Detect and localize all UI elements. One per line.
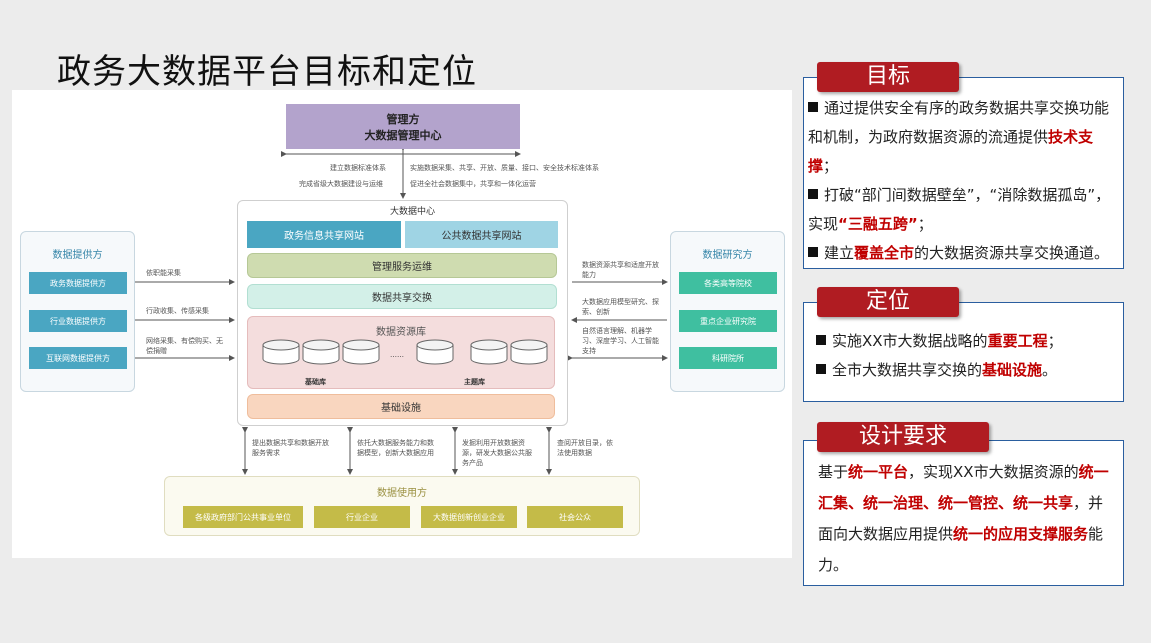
research-note: 大数据应用模型研究、探索、创新 xyxy=(582,298,659,316)
research-title: 数据研究方 xyxy=(702,250,753,261)
connector-arrows xyxy=(130,145,668,475)
data-provider-panel: 数据提供方 政务数据提供方 行业数据提供方 互联网数据提供方 xyxy=(20,231,135,392)
design-panel: 基于统一平台，实现XX市大数据资源的统一汇集、统一治理、统一管控、统一共享，并面… xyxy=(803,440,1124,586)
position-item: 全市大数据共享交换的基础设施。 xyxy=(816,356,1116,385)
usage-item: 大数据创新创业企业 xyxy=(421,506,517,528)
bullet-square-icon xyxy=(808,189,818,199)
usage-item: 社会公众 xyxy=(527,506,623,528)
data-center-title: 大数据中心 xyxy=(390,207,436,217)
goal-item: 建立覆盖全市的大数据资源共享交换通道。 xyxy=(808,239,1120,268)
bullet-square-icon xyxy=(816,335,826,345)
goal-list: 通过提供安全有序的政务数据共享交换功能和机制，为政府数据资源的流通提供技术支撑；… xyxy=(808,94,1120,268)
manager-line2: 大数据管理中心 xyxy=(364,128,442,142)
manager-box: 管理方 大数据管理中心 xyxy=(286,104,520,149)
research-note: 自然语言理解、机器学习、深度学习、人工智能支持 xyxy=(582,327,659,355)
goal-panel: 通过提供安全有序的政务数据共享交换功能和机制，为政府数据资源的流通提供技术支撑；… xyxy=(803,77,1124,269)
bullet-square-icon xyxy=(808,247,818,257)
mgmt-service-bar: 管理服务运维 xyxy=(247,253,557,278)
position-list: 实施XX市大数据战略的重要工程； 全市大数据共享交换的基础设施。 xyxy=(816,327,1116,385)
usage-note: 发掘利用开放数据资源，研发大数据公共服务产品 xyxy=(462,439,532,467)
goal-item: 通过提供安全有序的政务数据共享交换功能和机制，为政府数据资源的流通提供技术支撑； xyxy=(808,99,1110,175)
design-title: 设计要求 xyxy=(817,422,989,452)
database-icon xyxy=(262,339,300,365)
usage-title: 数据使用方 xyxy=(377,488,427,499)
bullet-square-icon xyxy=(816,364,826,374)
provider-item: 行业数据提供方 xyxy=(29,310,127,332)
manager-line1: 管理方 xyxy=(386,112,420,126)
top-note-right2: 促进全社会数据集中，共享和一体化运营 xyxy=(410,180,536,188)
database-icon xyxy=(510,339,548,365)
data-usage-panel: 数据使用方 各级政府部门公共事业单位 行业企业 大数据创新创业企业 社会公众 xyxy=(164,476,640,536)
resource-dots: …… xyxy=(390,351,404,359)
data-resource-pool: 数据资源库 …… 基础库 主题库 xyxy=(247,316,555,389)
provider-title: 数据提供方 xyxy=(52,250,103,261)
provider-note: 依职能采集 xyxy=(146,269,181,277)
database-icon xyxy=(416,339,454,365)
top-note-left2: 完成省级大数据建设与运维 xyxy=(299,180,383,188)
usage-note: 提出数据共享和数据开放服务需求 xyxy=(252,439,329,457)
provider-item: 政务数据提供方 xyxy=(29,272,127,294)
design-text: 基于统一平台，实现XX市大数据资源的统一汇集、统一治理、统一管控、统一共享，并面… xyxy=(818,463,1109,574)
top-note-right1: 实施数据采集、共享、开放、质量、接口、安全技术标准体系 xyxy=(410,164,599,172)
infrastructure-bar: 基础设施 xyxy=(247,394,555,419)
provider-item: 互联网数据提供方 xyxy=(29,347,127,369)
usage-item: 行业企业 xyxy=(314,506,410,528)
position-title: 定位 xyxy=(817,287,959,317)
research-note: 数据资源共享和适度开放能力 xyxy=(582,261,659,279)
resource-pool-title: 数据资源库 xyxy=(376,327,426,338)
position-panel: 实施XX市大数据战略的重要工程； 全市大数据共享交换的基础设施。 xyxy=(803,302,1124,402)
usage-item: 各级政府部门公共事业单位 xyxy=(183,506,303,528)
database-icon xyxy=(470,339,508,365)
data-research-panel: 数据研究方 各类高等院校 重点企业研究院 科研院所 xyxy=(670,231,785,392)
research-item: 科研院所 xyxy=(679,347,777,369)
topic-db-label: 主题库 xyxy=(464,378,485,386)
architecture-diagram: 管理方 大数据管理中心 建立数据标准体系 完成省级大数据建设与运维 实施数据采集… xyxy=(12,90,792,558)
bullet-square-icon xyxy=(808,102,818,112)
usage-note: 依托大数据服务能力和数据模型，创新大数据应用 xyxy=(357,439,434,457)
database-icon xyxy=(302,339,340,365)
research-item: 各类高等院校 xyxy=(679,272,777,294)
provider-note: 网络采集、有偿购买、无偿捐赠 xyxy=(146,337,223,355)
top-note-left1: 建立数据标准体系 xyxy=(330,164,386,172)
page-title: 政务大数据平台目标和定位 xyxy=(57,52,477,92)
goal-title: 目标 xyxy=(817,62,959,92)
data-exchange-bar: 数据共享交换 xyxy=(247,284,557,309)
provider-note: 行政收集、传感采集 xyxy=(146,307,209,315)
gov-info-share-site: 政务信息共享网站 xyxy=(247,221,401,248)
position-item: 实施XX市大数据战略的重要工程； xyxy=(816,327,1116,356)
goal-item: 打破“部门间数据壁垒”，“消除数据孤岛”，实现“三融五跨”； xyxy=(808,186,1111,233)
public-data-share-site: 公共数据共享网站 xyxy=(405,221,558,248)
research-item: 重点企业研究院 xyxy=(679,310,777,332)
base-db-label: 基础库 xyxy=(305,378,326,386)
usage-note: 查阅开放目录，依法使用数据 xyxy=(557,439,613,457)
database-icon xyxy=(342,339,380,365)
